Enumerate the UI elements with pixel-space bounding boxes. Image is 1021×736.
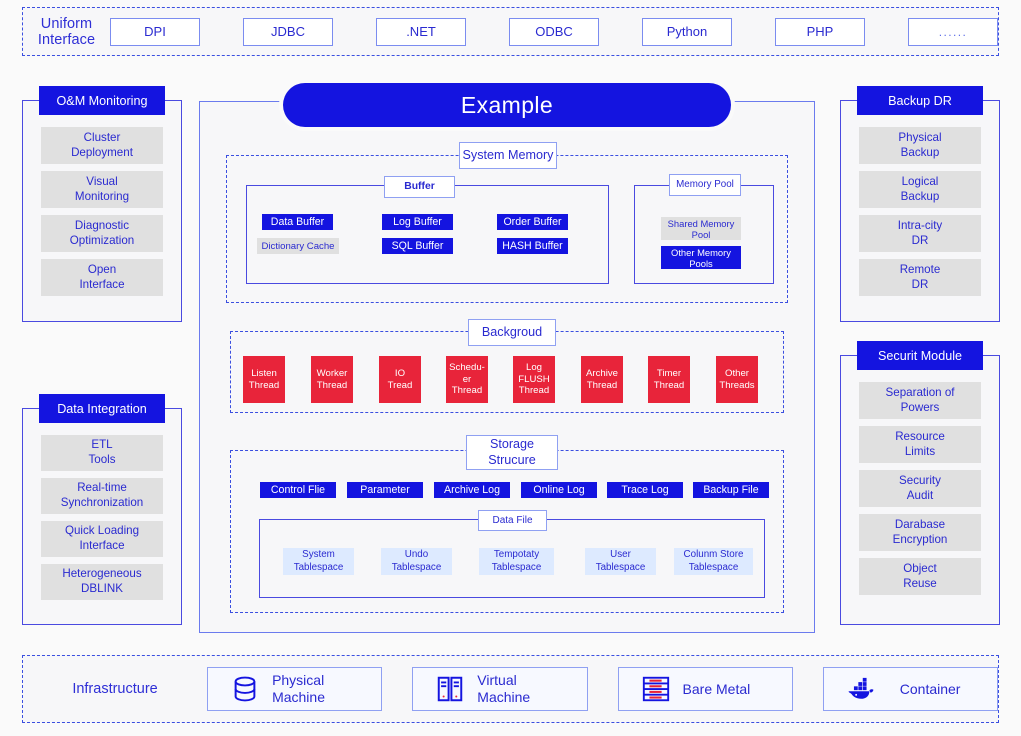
interface-chip-odbc[interactable]: ODBC: [509, 17, 599, 46]
storage-file-online-log[interactable]: Online Log: [521, 482, 597, 498]
storage-file-control-file[interactable]: Control Flie: [260, 482, 336, 498]
panel-backup-dr-title: Backup DR: [857, 86, 983, 115]
infra-label-bare-metal: Bare Metal: [682, 680, 751, 697]
memory-pool-label: Memory Pool: [669, 174, 741, 196]
example-banner-label: Example: [460, 91, 554, 118]
background-label-text: Backgroud: [481, 324, 543, 339]
buffer-label-text: Buffer: [404, 180, 435, 192]
uniform-interface-bar: Uniform Interface DPI JDBC .NET ODBC Pyt…: [22, 7, 999, 56]
bare-metal-server-icon: [642, 676, 669, 702]
storage-file-backup-file[interactable]: Backup File: [693, 482, 769, 498]
buffer-label: Buffer: [384, 176, 455, 198]
interface-chip-jdbc[interactable]: JDBC: [243, 17, 333, 46]
buffer-chip-dictionary-cache[interactable]: Dictionary Cache: [257, 238, 339, 254]
interface-chip-net[interactable]: .NET: [376, 17, 466, 46]
storage-file-parameter[interactable]: Parameter: [347, 482, 423, 498]
infra-label-container: Container: [899, 680, 961, 697]
system-memory-label-text: System Memory: [462, 147, 554, 162]
background-label: Backgroud: [468, 319, 556, 346]
docker-whale-icon: [848, 677, 874, 699]
infra-chip-bare-metal[interactable]: Bare Metal: [617, 667, 793, 711]
infrastructure-title: Infrastructure: [72, 681, 158, 697]
memory-pool-label-text: Memory Pool: [676, 179, 734, 191]
example-banner: Example: [283, 83, 731, 127]
group-buffer: [246, 185, 609, 284]
panel-om-monitoring-title: O&M Monitoring: [39, 86, 165, 115]
interface-chip-dpi[interactable]: DPI: [110, 17, 200, 46]
system-memory-label: System Memory: [459, 142, 557, 169]
buffer-chip-hash-buffer[interactable]: HASH Buffer: [497, 238, 568, 254]
buffer-chip-sql-buffer[interactable]: SQL Buffer: [382, 238, 453, 254]
uniform-interface-title: Uniform Interface: [37, 15, 96, 48]
panel-security-module-title: Securit Module: [857, 341, 983, 370]
buffer-chip-data-buffer[interactable]: Data Buffer: [262, 214, 333, 230]
interface-chip-more[interactable]: ......: [908, 17, 998, 46]
storage-file-trace-log[interactable]: Trace Log: [607, 482, 683, 498]
interface-chip-python[interactable]: Python: [642, 17, 732, 46]
database-cylinder-icon: [234, 676, 256, 702]
infra-chip-container[interactable]: Container: [822, 667, 998, 711]
data-file-label: Data File: [478, 510, 547, 531]
buffer-chip-log-buffer[interactable]: Log Buffer: [382, 214, 453, 230]
interface-chip-php[interactable]: PHP: [775, 17, 865, 46]
storage-file-archive-log[interactable]: Archive Log: [434, 482, 510, 498]
data-file-label-text: Data File: [492, 514, 533, 526]
buffer-chip-order-buffer[interactable]: Order Buffer: [497, 214, 568, 230]
server-rack-icon: [438, 676, 463, 702]
panel-data-integration-title: Data Integration: [39, 394, 165, 423]
